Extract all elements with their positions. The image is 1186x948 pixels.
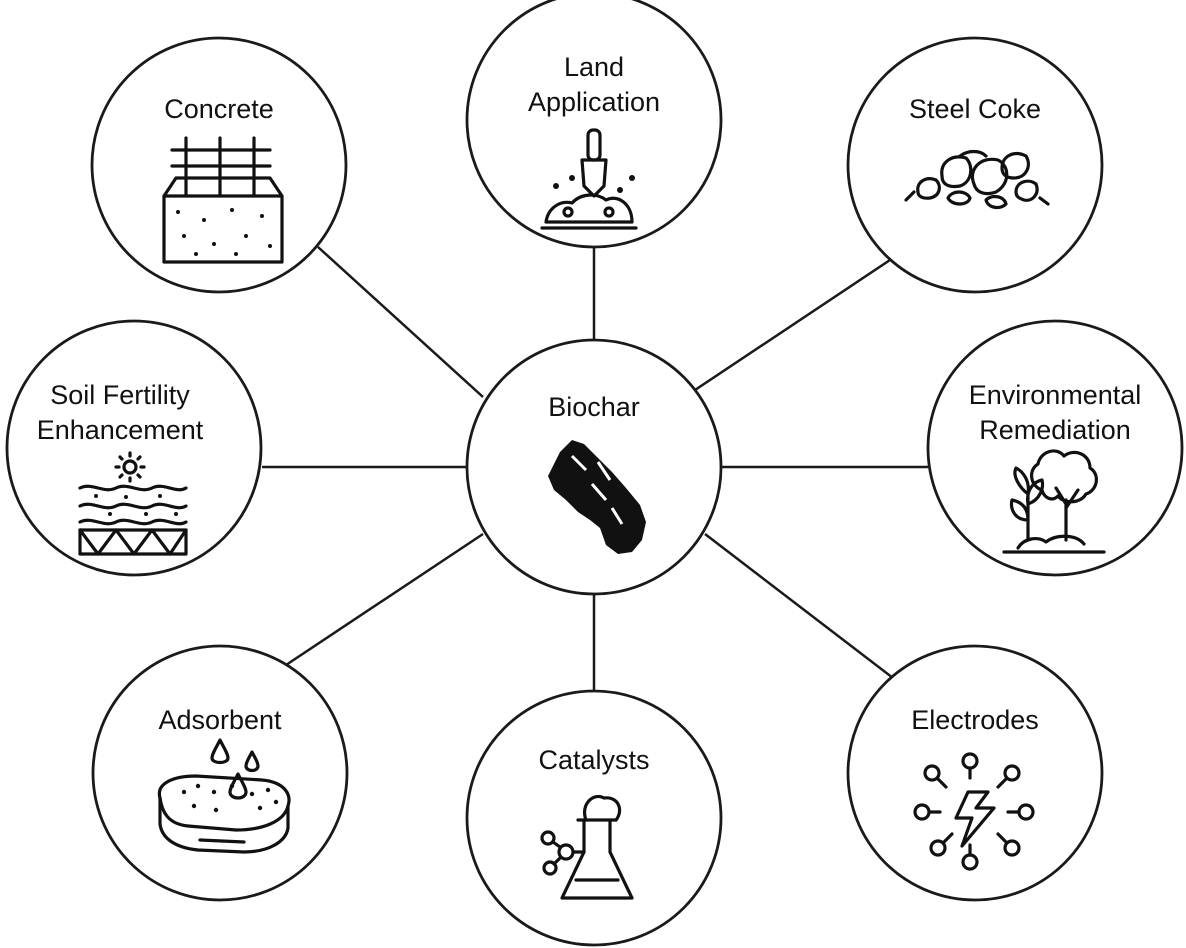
node-label-line: Electrodes [911,705,1039,735]
connector-adsorbent [279,532,484,671]
node-label-catalysts: Catalysts [538,743,649,778]
node-circle-catalysts [465,689,723,947]
flask-molecule-icon [540,794,634,900]
node-circle-soil-fertility [5,319,263,577]
node-label-line: Adsorbent [158,705,282,735]
node-label-line: Remediation [979,415,1131,445]
sponge-droplets-icon [157,738,291,854]
connector-electrodes [704,533,894,679]
node-label-land-application: Land Application [528,50,660,120]
node-label-concrete: Concrete [164,92,274,127]
node-circle-environmental-remediation [926,319,1184,577]
node-label-line: Environmental [968,380,1142,410]
shovel-soil-icon [540,128,638,230]
node-label-line: Soil Fertility [50,380,190,410]
node-label-environmental-remediation: Environmental Remediation [969,378,1142,448]
tree-plant-icon [1002,449,1106,554]
center-label-biochar: Biochar [548,392,640,422]
connectors [262,246,928,692]
node-label-steel-coke: Steel Coke [909,92,1041,127]
node-label-line: Land [563,52,625,82]
node-label-adsorbent: Adsorbent [158,703,281,738]
concrete-block-icon [162,136,284,264]
connector-concrete [317,246,484,398]
node-circle-land-application [465,0,723,249]
node-circle-electrodes [846,644,1104,902]
node-circle-adsorbent [91,644,349,902]
coke-stones-icon [904,149,1050,210]
soil-layers-icon [78,451,188,556]
node-label-line: Concrete [164,94,274,124]
node-label-electrodes: Electrodes [911,703,1039,738]
node-label-line: Catalysts [538,745,650,775]
node-circle-steel-coke [846,36,1104,294]
node-label-line: Application [527,87,661,117]
node-label-soil-fertility-enhancement: Soil Fertility Enhancement [37,378,204,448]
connector-steel-coke [694,256,894,392]
lightning-electrode-icon [913,752,1035,871]
biochar-chunk-icon [548,440,646,554]
node-label-line: Enhancement [36,415,204,445]
node-label-line: Steel Coke [908,94,1042,124]
